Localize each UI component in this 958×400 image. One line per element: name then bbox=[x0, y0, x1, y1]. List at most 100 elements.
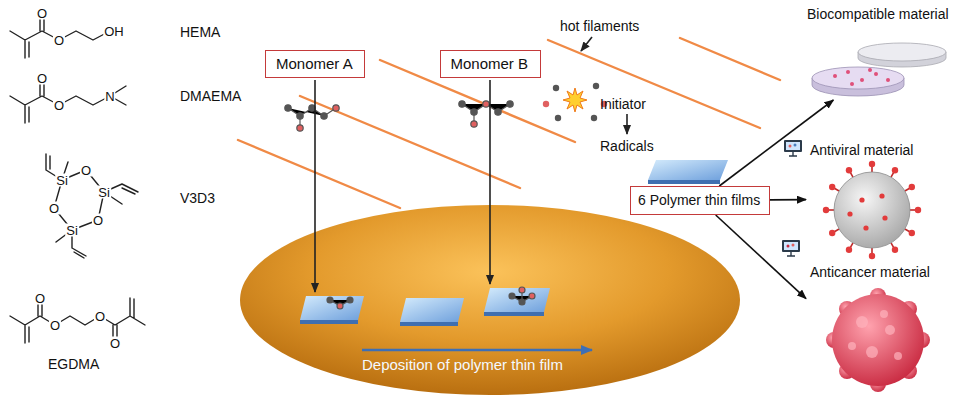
virus-illustration-part-part bbox=[869, 253, 875, 259]
virus-illustration-part-part bbox=[823, 207, 829, 213]
petri-dishes-part bbox=[886, 78, 890, 82]
gas-molecules-part bbox=[507, 101, 513, 107]
callout-label: hot filaments bbox=[560, 18, 639, 34]
process-arrows-part bbox=[581, 37, 592, 51]
virus-illustration-part-part bbox=[859, 197, 864, 202]
monomer-name: V3D3 bbox=[180, 190, 215, 206]
deposited-molecules bbox=[327, 287, 535, 309]
initiator-radicals-part bbox=[543, 101, 549, 107]
monomer-box: Monomer B bbox=[440, 50, 541, 78]
gas-molecules bbox=[285, 101, 513, 131]
cancer-cell-illustration-part-part bbox=[885, 325, 895, 335]
gas-molecules-part bbox=[297, 113, 303, 119]
petri-dishes-part bbox=[874, 72, 878, 76]
thin-film-tiles-part bbox=[300, 320, 358, 324]
node-text: 6 Polymer thin films bbox=[638, 192, 762, 209]
petri-dishes-part bbox=[846, 70, 850, 74]
chemical-bonds-part bbox=[10, 298, 145, 343]
virus-illustration-part bbox=[834, 172, 910, 248]
monitor-icons-part bbox=[794, 144, 797, 147]
virus-illustration-part-part bbox=[915, 207, 921, 213]
atom-label: Si bbox=[65, 224, 79, 237]
deposited-molecules-part bbox=[519, 299, 525, 305]
monitor-icons-part bbox=[792, 244, 795, 247]
atom-label: N bbox=[104, 90, 115, 103]
cancer-cell-illustration-part bbox=[832, 294, 924, 386]
cancer-cell-illustration-part bbox=[848, 310, 902, 360]
petri-dishes-part bbox=[833, 74, 837, 78]
virus-illustration-part-part bbox=[892, 167, 898, 173]
node-text: Anticancer material bbox=[810, 264, 942, 281]
monitor-icons-part bbox=[782, 240, 800, 252]
node-text: Monomer B bbox=[451, 55, 530, 73]
virus-illustration-part-part bbox=[879, 193, 884, 198]
hot-filaments-part bbox=[680, 38, 780, 80]
monitor-icons-part bbox=[787, 252, 795, 256]
gas-molecules-part bbox=[483, 101, 489, 107]
petri-dishes bbox=[812, 43, 946, 96]
virus-illustration-part-part bbox=[909, 184, 915, 190]
initiator-radicals-part bbox=[593, 83, 599, 89]
cancer-cell-illustration-part-part bbox=[856, 316, 868, 328]
deposited-molecules-part bbox=[337, 303, 343, 309]
initiator-radicals-part bbox=[553, 85, 559, 91]
atom-label: OH bbox=[103, 25, 125, 38]
virus-illustration bbox=[823, 161, 921, 259]
monomer-name: HEMA bbox=[180, 24, 220, 40]
process-caption: Deposition of polymer thin film bbox=[362, 356, 563, 373]
application-node: Antiviral material bbox=[806, 140, 940, 258]
atom-label: Si bbox=[97, 186, 111, 199]
atom-label: O bbox=[48, 202, 60, 215]
monomer-name: DMAEMA bbox=[180, 88, 241, 104]
atom-label: O bbox=[53, 34, 65, 47]
cancer-cell-illustration-part-part bbox=[848, 342, 856, 350]
petri-dishes-part bbox=[858, 43, 946, 61]
node-text: Biocompatible material bbox=[807, 6, 950, 23]
virus-illustration-part-part bbox=[892, 247, 898, 253]
cancer-cell-illustration bbox=[826, 288, 930, 392]
thin-film-tiles-part bbox=[400, 322, 458, 326]
gas-molecules-part bbox=[321, 113, 327, 119]
cancer-cell-illustration-part-part bbox=[866, 346, 878, 358]
initiator-radicals-part bbox=[563, 88, 587, 112]
atom-label: O bbox=[49, 319, 61, 332]
thin-film-tiles-part bbox=[648, 160, 728, 180]
virus-illustration-part-part bbox=[882, 215, 887, 220]
chemical-bonds-part bbox=[10, 78, 126, 123]
virus-illustration-part-part bbox=[829, 184, 835, 190]
initiator-radicals-part bbox=[555, 115, 561, 121]
monitor-icons-part bbox=[787, 245, 790, 248]
virus-illustration-part-part bbox=[829, 230, 835, 236]
hot-filaments-part bbox=[548, 40, 760, 128]
hot-filaments-part bbox=[238, 140, 400, 208]
virus-illustration-part-part bbox=[869, 161, 875, 167]
product-box: 6 Polymer thin films bbox=[630, 186, 770, 215]
petri-dishes-part bbox=[860, 78, 864, 82]
atom-label: Si bbox=[55, 174, 69, 187]
cancer-cell-illustration-part-part bbox=[880, 310, 888, 318]
virus-illustration-part-part bbox=[846, 247, 852, 253]
node-text: Monomer A bbox=[276, 55, 354, 73]
flow-arrow bbox=[716, 215, 806, 299]
gas-molecules-part bbox=[495, 109, 501, 115]
atom-label: O bbox=[53, 99, 65, 112]
monitor-icons-part bbox=[784, 140, 802, 152]
gas-molecules-part bbox=[285, 105, 291, 111]
monitor-icons-part bbox=[789, 152, 797, 156]
deposition-arrow bbox=[362, 349, 592, 352]
hot-filaments-part bbox=[300, 96, 520, 188]
callout-label: Initiator bbox=[600, 96, 646, 112]
chemical-bonds bbox=[10, 13, 145, 343]
application-node: Biocompatible material bbox=[803, 4, 954, 100]
atom-label: O bbox=[92, 214, 104, 227]
chemical-bonds-part bbox=[10, 13, 110, 58]
process-arrows-part bbox=[626, 114, 628, 134]
cancer-cell-illustration-part-part bbox=[894, 352, 902, 360]
thin-film-tiles-part bbox=[648, 180, 720, 184]
flow-arrow bbox=[770, 199, 806, 201]
thin-film-tiles-part bbox=[300, 296, 364, 320]
deposited-molecules-part bbox=[327, 297, 333, 303]
deposited-molecules-part bbox=[529, 293, 535, 299]
